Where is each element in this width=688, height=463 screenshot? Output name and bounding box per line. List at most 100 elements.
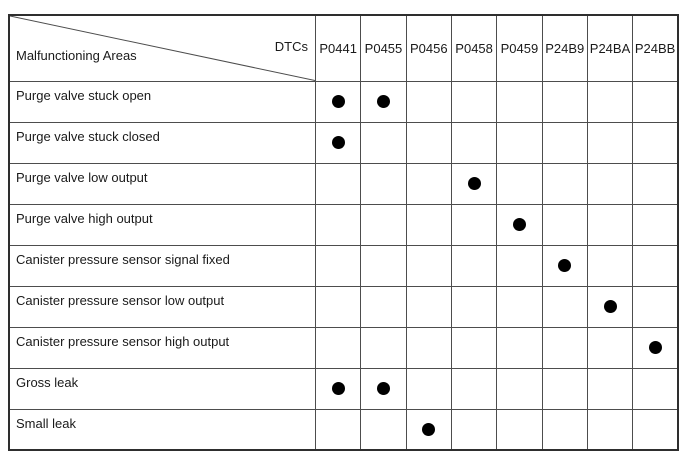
matrix-cell-p24bb — [632, 162, 679, 205]
matrix-cell-p0459 — [496, 367, 543, 410]
column-header-p24b9: P24B9 — [541, 14, 588, 82]
matrix-cell-p0459 — [496, 408, 543, 451]
column-header-p0456: P0456 — [405, 14, 452, 82]
matrix-cell-p0455 — [360, 203, 407, 246]
dtc-marker-dot — [376, 382, 390, 395]
column-header-p24bb: P24BB — [632, 14, 679, 82]
malfunctioning-area-label: Canister pressure sensor low output — [8, 285, 316, 328]
matrix-cell-p24b9 — [541, 121, 588, 164]
matrix-cell-p24ba — [586, 367, 634, 410]
matrix-cell-p0459 — [496, 80, 543, 123]
matrix-cell-p0458 — [450, 408, 498, 451]
matrix-cell-p0455 — [360, 244, 407, 287]
column-header-p0458: P0458 — [450, 14, 498, 82]
matrix-cell-p0441 — [314, 326, 362, 369]
dtc-marker-dot — [648, 341, 662, 354]
diagonal-divider-line — [10, 16, 315, 81]
matrix-cell-p0458 — [450, 121, 498, 164]
matrix-cell-p0458 — [450, 244, 498, 287]
matrix-cell-p0441 — [314, 367, 362, 410]
table-row: Purge valve low output — [8, 162, 679, 205]
matrix-cell-p24b9 — [541, 162, 588, 205]
matrix-cell-p24b9 — [541, 80, 588, 123]
matrix-cell-p24ba — [586, 285, 634, 328]
dtc-marker-dot — [331, 382, 345, 395]
malfunctioning-area-label: Purge valve stuck closed — [8, 121, 316, 164]
matrix-cell-p24ba — [586, 203, 634, 246]
matrix-cell-p24b9 — [541, 367, 588, 410]
matrix-cell-p0459 — [496, 121, 543, 164]
malfunctioning-area-label: Small leak — [8, 408, 316, 451]
table-row: Canister pressure sensor high output — [8, 326, 679, 369]
matrix-cell-p0458 — [450, 367, 498, 410]
malfunctioning-area-label: Purge valve high output — [8, 203, 316, 246]
matrix-cell-p0456 — [405, 326, 452, 369]
matrix-cell-p0458 — [450, 80, 498, 123]
matrix-cell-p24b9 — [541, 285, 588, 328]
matrix-cell-p0458 — [450, 285, 498, 328]
matrix-cell-p24bb — [632, 408, 679, 451]
dtc-marker-dot — [376, 95, 390, 108]
matrix-cell-p0456 — [405, 203, 452, 246]
matrix-cell-p0456 — [405, 121, 452, 164]
matrix-cell-p0441 — [314, 203, 362, 246]
matrix-cell-p24ba — [586, 80, 634, 123]
table-row: Small leak — [8, 408, 679, 451]
dtc-marker-dot — [331, 136, 345, 149]
matrix-cell-p0455 — [360, 408, 407, 451]
matrix-cell-p24ba — [586, 121, 634, 164]
matrix-cell-p24bb — [632, 121, 679, 164]
dtc-marker-dot — [603, 300, 617, 313]
malfunctioning-area-label: Gross leak — [8, 367, 316, 410]
matrix-cell-p0458 — [450, 326, 498, 369]
malfunctioning-area-label: Purge valve low output — [8, 162, 316, 205]
table-row: Canister pressure sensor signal fixed — [8, 244, 679, 287]
malfunctioning-area-label: Canister pressure sensor signal fixed — [8, 244, 316, 287]
table-row: Gross leak — [8, 367, 679, 410]
matrix-cell-p0459 — [496, 203, 543, 246]
matrix-cell-p0441 — [314, 162, 362, 205]
table-row: Purge valve high output — [8, 203, 679, 246]
matrix-cell-p0455 — [360, 285, 407, 328]
matrix-cell-p0456 — [405, 285, 452, 328]
table-row: Purge valve stuck open — [8, 80, 679, 123]
matrix-cell-p0458 — [450, 203, 498, 246]
column-header-p0459: P0459 — [496, 14, 543, 82]
dtc-marker-dot — [331, 95, 345, 108]
matrix-cell-p24b9 — [541, 203, 588, 246]
matrix-cell-p0456 — [405, 367, 452, 410]
matrix-cell-p24ba — [586, 408, 634, 451]
matrix-cell-p0441 — [314, 244, 362, 287]
matrix-cell-p0459 — [496, 162, 543, 205]
matrix-cell-p0441 — [314, 408, 362, 451]
matrix-cell-p24b9 — [541, 326, 588, 369]
table-row: Purge valve stuck closed — [8, 121, 679, 164]
matrix-cell-p24bb — [632, 326, 679, 369]
column-header-p0441: P0441 — [314, 14, 362, 82]
matrix-cell-p0441 — [314, 80, 362, 123]
matrix-cell-p0456 — [405, 80, 452, 123]
matrix-cell-p24bb — [632, 285, 679, 328]
matrix-cell-p0455 — [360, 367, 407, 410]
matrix-cell-p0455 — [360, 326, 407, 369]
dtcs-axis-label: DTCs — [274, 39, 308, 54]
matrix-cell-p0456 — [405, 408, 452, 451]
column-header-p0455: P0455 — [360, 14, 407, 82]
matrix-cell-p0459 — [496, 244, 543, 287]
matrix-cell-p0441 — [314, 121, 362, 164]
matrix-cell-p0459 — [496, 285, 543, 328]
matrix-cell-p24bb — [632, 203, 679, 246]
table-row: Canister pressure sensor low output — [8, 285, 679, 328]
dtc-marker-dot — [422, 422, 436, 436]
dtc-marker-dot — [558, 259, 572, 272]
matrix-cell-p24ba — [586, 162, 634, 205]
malfunctioning-area-label: Canister pressure sensor high output — [8, 326, 316, 369]
column-header-p24ba: P24BA — [586, 14, 634, 82]
matrix-cell-p0456 — [405, 162, 452, 205]
dtc-marker-dot — [467, 177, 481, 190]
matrix-cell-p24ba — [586, 244, 634, 287]
